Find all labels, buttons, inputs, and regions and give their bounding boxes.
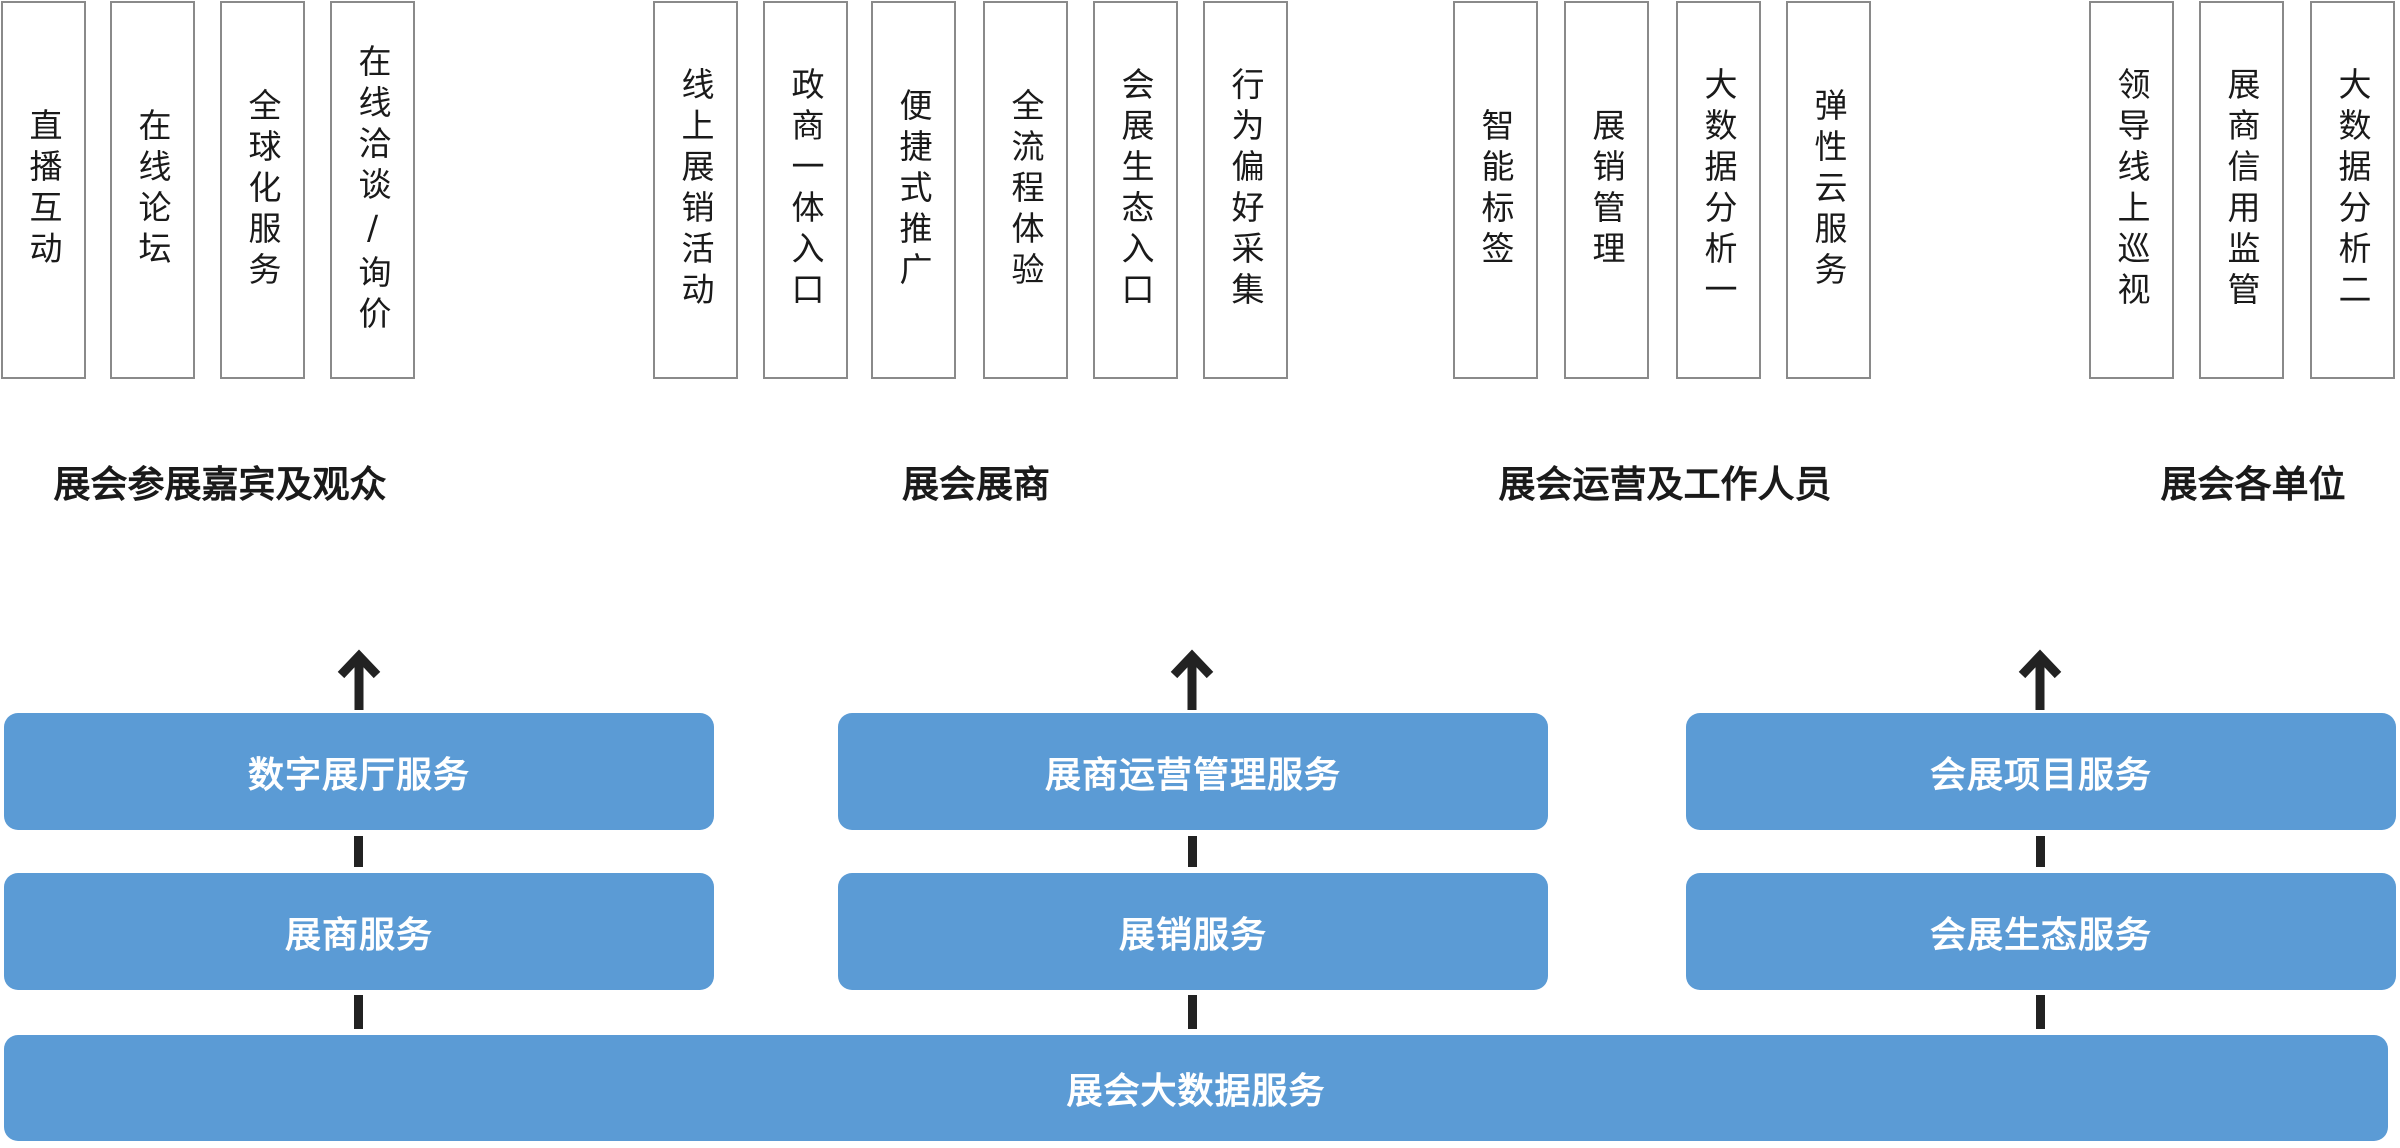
feature-label: 领导线上巡视 — [2112, 67, 2151, 313]
service-box-exhibitor-operations: 展商运营管理服务 — [838, 713, 1548, 830]
service-label: 会展生态服务 — [1929, 914, 2152, 956]
feature-box: 领导线上巡视 — [2089, 1, 2174, 379]
group-title: 展会各单位 — [2160, 463, 2346, 506]
feature-label: 直播互动 — [24, 108, 63, 272]
service-label: 展销服务 — [1118, 914, 1267, 956]
service-box-project: 会展项目服务 — [1686, 713, 2396, 830]
up-arrow-icon — [1170, 649, 1214, 710]
feature-box: 大数据分析一 — [1676, 1, 1761, 379]
feature-label: 展销管理 — [1587, 108, 1626, 272]
connector-dash — [1188, 836, 1197, 867]
group-title: 展会展商 — [902, 463, 1050, 506]
feature-label: 展商信用监管 — [2222, 67, 2261, 313]
up-arrow-icon — [2018, 649, 2062, 710]
feature-label: 全球化服务 — [243, 87, 282, 293]
feature-label: 线上展销活动 — [676, 67, 715, 313]
service-label: 数字展厅服务 — [247, 754, 470, 796]
feature-box: 展销管理 — [1564, 1, 1649, 379]
up-arrow-icon — [337, 649, 381, 710]
feature-label: 在线论坛 — [133, 108, 172, 272]
service-box-sales: 展销服务 — [838, 873, 1548, 990]
feature-label: 大数据分析一 — [1699, 67, 1738, 313]
feature-box: 弹性云服务 — [1786, 1, 1871, 379]
feature-box: 全球化服务 — [220, 1, 305, 379]
feature-label: 行为偏好采集 — [1226, 67, 1265, 313]
feature-label: 大数据分析二 — [2333, 67, 2372, 313]
group-title: 展会参展嘉宾及观众 — [53, 463, 387, 506]
feature-box: 智能标签 — [1453, 1, 1538, 379]
feature-box: 线上展销活动 — [653, 1, 738, 379]
service-box-digital-hall: 数字展厅服务 — [4, 713, 714, 830]
feature-label: 会展生态入口 — [1116, 67, 1155, 313]
feature-box: 在线论坛 — [110, 1, 195, 379]
service-label: 展商运营管理服务 — [1044, 754, 1341, 796]
connector-dash — [2036, 995, 2045, 1029]
feature-label: 全流程体验 — [1006, 87, 1045, 293]
feature-box: 全流程体验 — [983, 1, 1068, 379]
service-label: 会展项目服务 — [1929, 754, 2152, 796]
service-label: 展商服务 — [284, 914, 433, 956]
feature-box: 会展生态入口 — [1093, 1, 1178, 379]
feature-box: 行为偏好采集 — [1203, 1, 1288, 379]
feature-box: 便捷式推广 — [871, 1, 956, 379]
connector-dash — [354, 995, 363, 1029]
feature-label: 智能标签 — [1476, 108, 1515, 272]
connector-dash — [2036, 836, 2045, 867]
group-title: 展会运营及工作人员 — [1498, 463, 1832, 506]
service-box-exhibitor: 展商服务 — [4, 873, 714, 990]
feature-label: 便捷式推广 — [894, 87, 933, 293]
feature-box: 展商信用监管 — [2199, 1, 2284, 379]
feature-box: 直播互动 — [1, 1, 86, 379]
feature-box: 在线洽谈/询价 — [330, 1, 415, 379]
feature-label: 在线洽谈/询价 — [353, 43, 392, 337]
connector-dash — [354, 836, 363, 867]
feature-label: 弹性云服务 — [1809, 87, 1848, 293]
feature-label: 政商一体入口 — [786, 67, 825, 313]
service-label: 展会大数据服务 — [1066, 1071, 1326, 1112]
service-box-ecosystem: 会展生态服务 — [1686, 873, 2396, 990]
feature-box: 大数据分析二 — [2310, 1, 2395, 379]
service-box-big-data: 展会大数据服务 — [4, 1035, 2388, 1141]
connector-dash — [1188, 995, 1197, 1029]
feature-box: 政商一体入口 — [763, 1, 848, 379]
